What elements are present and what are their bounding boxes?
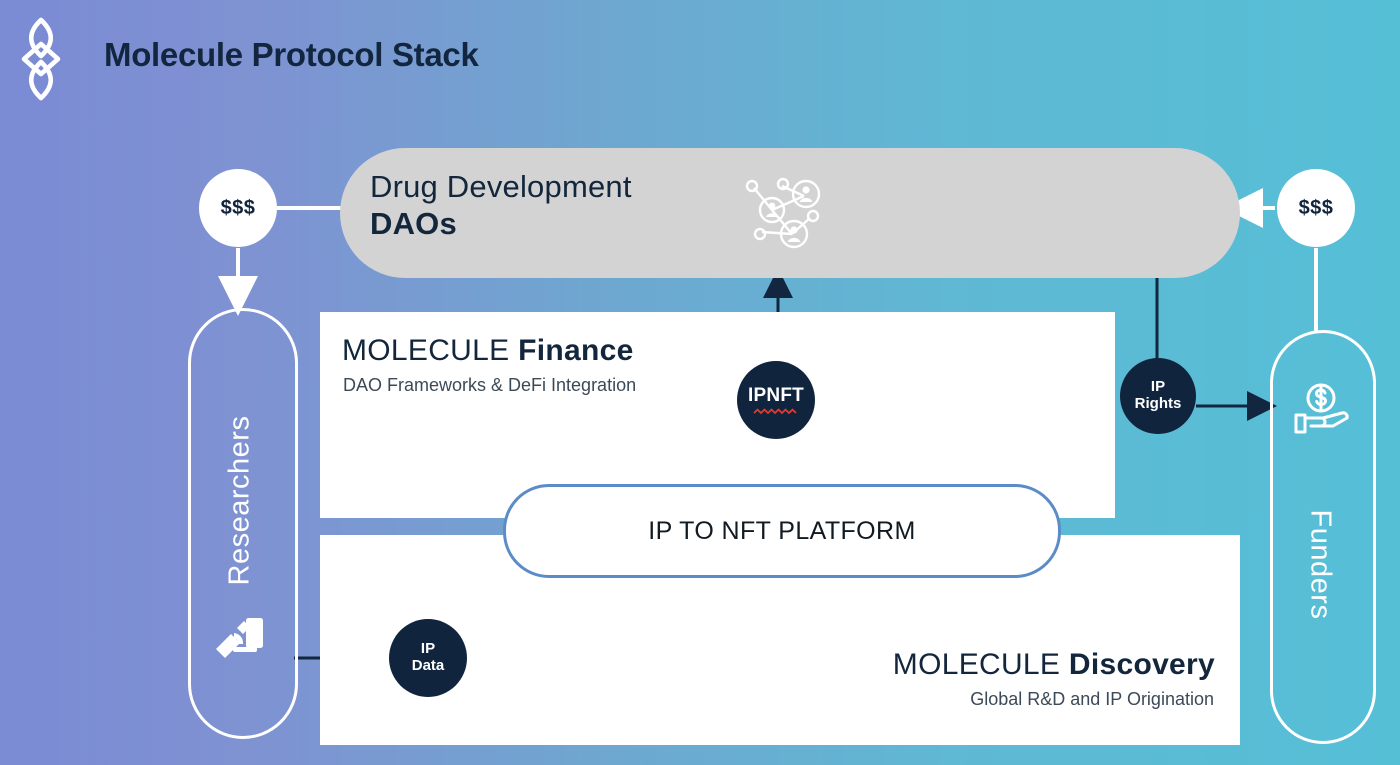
researchers-label-wrap: Researchers	[188, 308, 292, 733]
red-squiggle-icon	[753, 407, 797, 414]
ip-data-line2: Data	[411, 657, 445, 674]
ipnft-badge[interactable]: IPNFT	[737, 361, 815, 439]
ip-data-line1: IP	[420, 640, 436, 658]
page-title: Molecule Protocol Stack	[104, 36, 479, 73]
dao-banner-text: Drug Development DAOs	[370, 169, 632, 242]
ip-rights-line1: IP	[1150, 378, 1166, 396]
researchers-label: Researchers	[223, 415, 256, 586]
money-right-badge[interactable]: $$$	[1277, 169, 1355, 247]
molecule-finance-panel[interactable]	[320, 312, 1115, 518]
discovery-subtitle: Global R&D and IP Origination	[970, 689, 1214, 709]
finance-title-bold: Finance	[518, 334, 634, 367]
money-left-label: $$$	[220, 196, 256, 219]
funders-label: Funders	[1304, 509, 1337, 619]
ip-data-badge[interactable]: IP Data	[389, 619, 467, 697]
finance-title-light: MOLECULE	[342, 334, 519, 367]
hand-holding-coin-icon	[1294, 383, 1349, 434]
finance-title: MOLECULE Finance	[342, 334, 634, 368]
ip-to-nft-platform-pill[interactable]: IP TO NFT PLATFORM	[503, 484, 1061, 578]
network-community-icon	[745, 177, 821, 249]
money-left-badge[interactable]: $$$	[199, 169, 277, 247]
discovery-title-bold: Discovery	[1068, 648, 1215, 681]
drug-development-daos-banner[interactable]: Drug Development DAOs	[340, 148, 1240, 278]
platform-label: IP TO NFT PLATFORM	[648, 516, 916, 545]
ip-rights-badge[interactable]: IP Rights	[1120, 358, 1196, 434]
dao-banner-line2: DAOs	[370, 205, 457, 241]
ip-rights-line2: Rights	[1134, 395, 1182, 412]
molecule-logo-icon	[21, 17, 61, 101]
researchers-capsule[interactable]	[188, 308, 298, 739]
discovery-title: MOLECULE Discovery	[893, 648, 1215, 682]
microscope-icon	[216, 618, 263, 658]
discovery-title-light: MOLECULE	[892, 648, 1069, 681]
funders-capsule[interactable]	[1270, 330, 1376, 744]
dao-banner-line1: Drug Development	[370, 169, 632, 204]
money-right-label: $$$	[1298, 196, 1334, 219]
finance-subtitle: DAO Frameworks & DeFi Integration	[343, 375, 637, 395]
ipnft-label: IPNFT	[748, 385, 804, 407]
